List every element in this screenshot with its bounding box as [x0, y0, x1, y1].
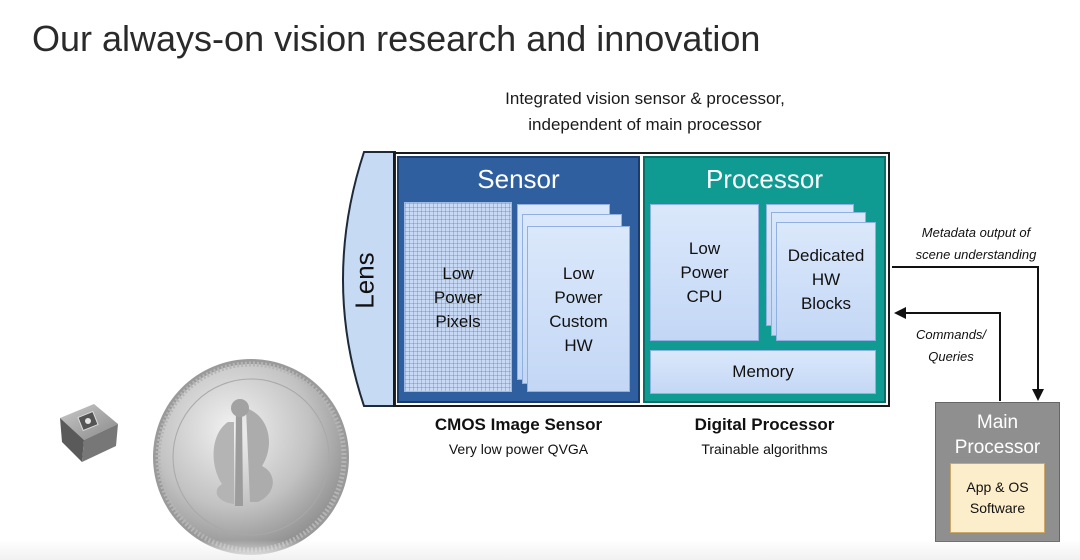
custom-hw-label: Low Power Custom HW	[527, 262, 630, 358]
pixels-label: Low Power Pixels	[404, 262, 512, 334]
subtitle-line: Integrated vision sensor & processor,	[440, 86, 850, 112]
cpu-label: Low Power CPU	[650, 237, 759, 309]
dime-coin-photo	[150, 356, 352, 558]
hw-blocks-label: Dedicated HW Blocks	[776, 244, 876, 316]
software-label: App & OS Software	[950, 477, 1045, 519]
metadata-arrow	[892, 267, 1038, 393]
memory-label: Memory	[650, 360, 876, 384]
metadata-arrow-head	[1032, 389, 1044, 401]
data-flow-arrows	[890, 255, 1050, 405]
processor-caption: Digital Processor	[643, 415, 886, 435]
sensor-heading: Sensor	[397, 164, 640, 195]
lens-label: Lens	[349, 252, 380, 308]
commands-arrow-head	[894, 307, 906, 319]
main-processor-title: Main Processor	[935, 410, 1060, 460]
processor-heading: Processor	[643, 164, 886, 195]
bottom-fade	[0, 540, 1080, 560]
subtitle-line: independent of main processor	[440, 112, 850, 138]
sensor-caption: CMOS Image Sensor	[397, 415, 640, 435]
slide-title: Our always-on vision research and innova…	[32, 18, 760, 60]
sensor-sub-caption: Very low power QVGA	[397, 441, 640, 457]
lens-label-wrap: Lens	[335, 260, 395, 300]
commands-arrow	[904, 313, 1000, 401]
sensor-chip-photo	[50, 396, 130, 476]
diagram-subtitle: Integrated vision sensor & processor, in…	[440, 86, 850, 138]
processor-sub-caption: Trainable algorithms	[643, 441, 886, 457]
